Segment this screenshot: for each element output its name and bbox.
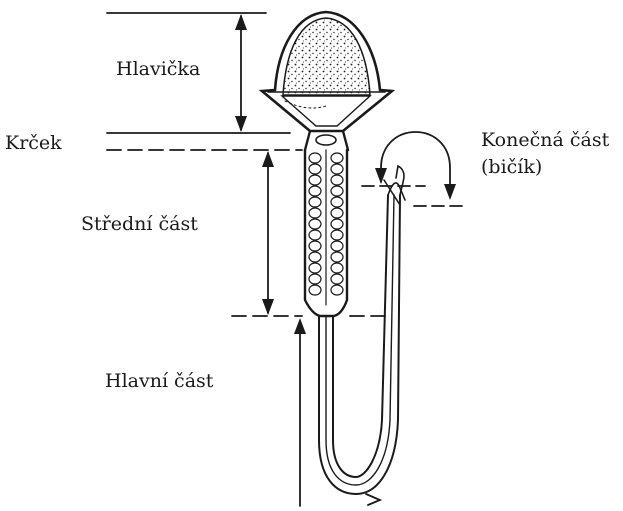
- mitochondrion-coil: [309, 252, 321, 262]
- mitochondrion-coil: [309, 263, 321, 273]
- mitochondrion-coil: [309, 285, 321, 295]
- mitochondrion-coil: [309, 164, 321, 174]
- label-end-piece: Konečná část: [481, 128, 609, 152]
- mitochondrion-coil: [331, 164, 343, 174]
- mitochondrion-coil: [331, 274, 343, 284]
- mitochondrion-coil: [309, 241, 321, 251]
- mitochondrion-coil: [309, 230, 321, 240]
- mitochondrion-coil: [309, 208, 321, 218]
- mitochondrion-coil: [331, 241, 343, 251]
- label-end-piece-note: (bičík): [481, 155, 542, 179]
- tail-shape: [319, 166, 405, 505]
- head-shape: [262, 12, 392, 131]
- label-main-piece: Hlavní část: [105, 369, 213, 393]
- mitochondrion-coil: [309, 153, 321, 163]
- neck-shape: [305, 131, 348, 150]
- mitochondrion-coil: [331, 219, 343, 229]
- mitochondrion-coil: [309, 197, 321, 207]
- mitochondrion-coil: [331, 197, 343, 207]
- mitochondrion-coil: [331, 186, 343, 196]
- mitochondrion-coil: [331, 230, 343, 240]
- mitochondrion-coil: [331, 285, 343, 295]
- label-middle-piece: Střední část: [81, 212, 198, 236]
- label-neck: Krček: [5, 131, 62, 155]
- mitochondrion-coil: [331, 175, 343, 185]
- mitochondrion-coil: [331, 208, 343, 218]
- mitochondrion-coil: [331, 252, 343, 262]
- midpiece-shape: [305, 150, 347, 316]
- label-head: Hlavička: [116, 57, 200, 81]
- mitochondrion-coil: [331, 153, 343, 163]
- mitochondrion-coil: [309, 186, 321, 196]
- mitochondrion-coil: [309, 175, 321, 185]
- mitochondrion-coil: [309, 219, 321, 229]
- mitochondrion-coil: [309, 274, 321, 284]
- mitochondrion-coil: [331, 263, 343, 273]
